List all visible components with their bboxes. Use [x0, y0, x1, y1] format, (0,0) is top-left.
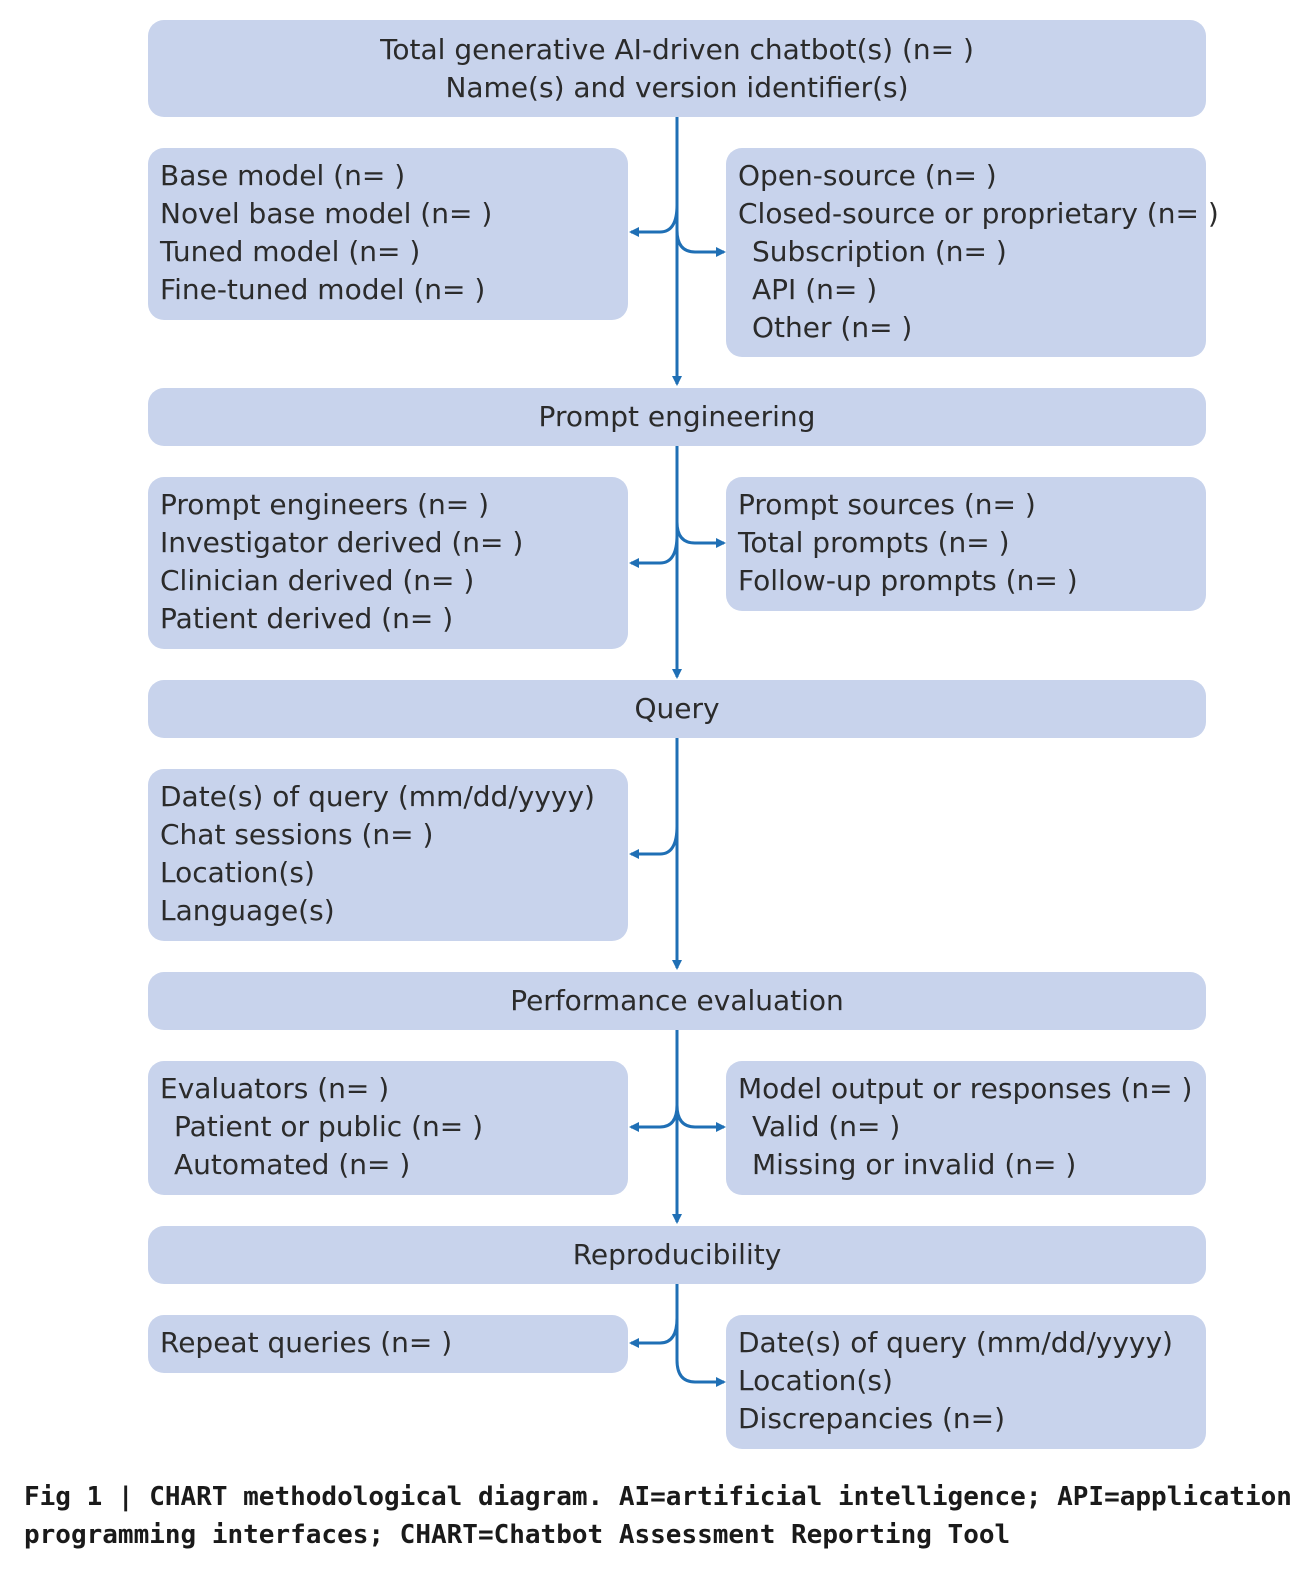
- box-line: Evaluators (n= ): [160, 1072, 390, 1105]
- box-line: Other (n= ): [752, 311, 913, 344]
- box-line: Chat sessions (n= ): [160, 818, 434, 851]
- branch-right-1: [675, 229, 726, 257]
- box-line: Location(s): [738, 1364, 893, 1397]
- caption-line-1: Fig 1 | CHART methodological diagram. AI…: [24, 1482, 1292, 1512]
- stage-subtitle: Name(s) and version identifier(s): [445, 70, 909, 104]
- box-line: Discrepancies (n=): [738, 1402, 1006, 1435]
- box-line: Patient or public (n= ): [174, 1110, 484, 1143]
- box-line: Follow-up prompts (n= ): [738, 564, 1078, 597]
- stage-title: Query: [634, 692, 720, 725]
- branch-left-1: [629, 204, 679, 237]
- box-line: Automated (n= ): [174, 1148, 411, 1181]
- branch-left-4: [629, 1104, 679, 1132]
- box-line: Prompt sources (n= ): [738, 488, 1036, 521]
- box-line: Model output or responses (n= ): [738, 1072, 1193, 1105]
- box-line: Prompt engineers (n= ): [160, 488, 490, 521]
- box-line: Fine-tuned model (n= ): [160, 273, 486, 306]
- branch-left-3: [629, 825, 679, 859]
- box-line: Total prompts (n= ): [738, 526, 1010, 559]
- prompt-sources-box: Prompt sources (n= ) Total prompts (n= )…: [726, 477, 1206, 611]
- branch-left-2: [629, 534, 679, 568]
- box-line: Repeat queries (n= ): [160, 1326, 453, 1359]
- branch-right-5: [675, 1359, 726, 1387]
- figure-caption: Fig 1 | CHART methodological diagram. AI…: [24, 1478, 1292, 1554]
- box-line: Valid (n= ): [752, 1110, 901, 1143]
- box-line: API (n= ): [752, 273, 878, 306]
- box-line: Date(s) of query (mm/dd/yyyy): [738, 1326, 1173, 1359]
- model-type-box: Base model (n= ) Novel base model (n= ) …: [148, 148, 628, 320]
- box-line: Closed-source or proprietary (n= ): [738, 197, 1219, 230]
- stage-reproducibility: Reproducibility: [148, 1226, 1206, 1284]
- box-line: Subscription (n= ): [752, 235, 1007, 268]
- box-line: Investigator derived (n= ): [160, 526, 524, 559]
- caption-line-2: programming interfaces; CHART=Chatbot As…: [24, 1520, 1011, 1550]
- stage-title: Performance evaluation: [510, 984, 844, 1017]
- box-line: Novel base model (n= ): [160, 197, 493, 230]
- stage-query: Query: [148, 680, 1206, 738]
- box-line: Open-source (n= ): [738, 159, 997, 192]
- stage-performance-evaluation: Performance evaluation: [148, 972, 1206, 1030]
- box-line: Language(s): [160, 894, 335, 927]
- box-line: Location(s): [160, 856, 315, 889]
- box-line: Tuned model (n= ): [160, 235, 421, 268]
- reproducibility-details-box: Date(s) of query (mm/dd/yyyy) Location(s…: [726, 1315, 1206, 1449]
- prompt-engineers-box: Prompt engineers (n= ) Investigator deri…: [148, 477, 628, 649]
- evaluators-box: Evaluators (n= ) Patient or public (n= )…: [148, 1061, 628, 1195]
- model-output-box: Model output or responses (n= ) Valid (n…: [726, 1061, 1206, 1195]
- stage-title: Prompt engineering: [538, 400, 816, 433]
- box-line: Clinician derived (n= ): [160, 564, 475, 597]
- box-line: Patient derived (n= ): [160, 602, 454, 635]
- box-line: Base model (n= ): [160, 159, 406, 192]
- flow-connectors: [629, 117, 726, 1387]
- branch-left-5: [629, 1317, 679, 1348]
- repeat-queries-box: Repeat queries (n= ): [148, 1315, 628, 1373]
- source-type-box: Open-source (n= ) Closed-source or propr…: [726, 148, 1219, 357]
- stage-title: Reproducibility: [572, 1238, 782, 1271]
- stage-prompt-engineering: Prompt engineering: [148, 388, 1206, 446]
- stage-title: Total generative AI-driven chatbot(s) (n…: [380, 32, 974, 66]
- query-details-box: Date(s) of query (mm/dd/yyyy) Chat sessi…: [148, 769, 628, 941]
- box-line: Date(s) of query (mm/dd/yyyy): [160, 780, 595, 813]
- box-line: Missing or invalid (n= ): [752, 1148, 1077, 1181]
- branch-right-4: [675, 1104, 726, 1132]
- stage-total-chatbots: Total generative AI-driven chatbot(s) (n…: [148, 20, 1206, 117]
- branch-right-2: [675, 521, 726, 548]
